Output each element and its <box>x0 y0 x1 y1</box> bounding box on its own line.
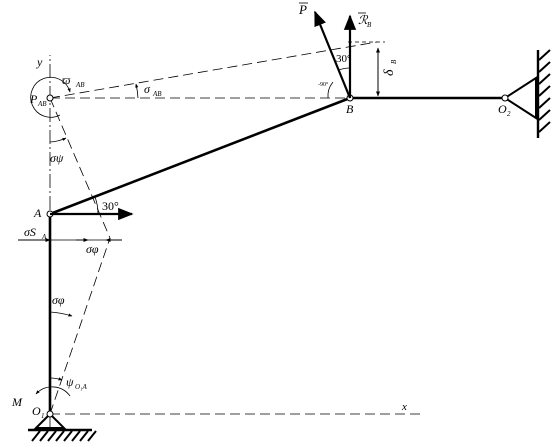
label-m: M <box>11 395 23 409</box>
arc-omega-ab <box>30 76 71 118</box>
label-sigma-phi-lower: σφ <box>52 293 65 307</box>
arc-minus90 <box>327 81 334 99</box>
label-sigma-ab: σ <box>144 82 151 96</box>
label-sigma-phi: σφ <box>86 242 99 256</box>
label-a: A <box>33 206 42 220</box>
label-angle-a: 30° <box>102 199 119 213</box>
label-omega-ab: ϖ <box>62 73 71 87</box>
label-o1-sub: 1 <box>41 412 45 420</box>
label-b: B <box>346 102 354 116</box>
label-sigma-sa: σS <box>24 225 36 239</box>
label-delta-b: δ <box>382 69 397 76</box>
arc-angle-b <box>338 67 351 71</box>
dashed-pab-to-top <box>49 41 378 99</box>
dashed-pab-to-o1 <box>49 97 111 239</box>
arc-angle-a <box>94 196 99 215</box>
arc-psi <box>49 377 63 381</box>
ground-support-o1 <box>28 412 97 442</box>
ground-support-o2 <box>503 49 551 138</box>
arc-sigma-phi-lower <box>49 311 73 317</box>
joint-o2 <box>501 94 509 102</box>
label-angle-b: 30° <box>336 53 351 65</box>
label-o2: O <box>498 102 507 116</box>
label-pab: P <box>29 92 38 106</box>
dashed-sigma-phi-line <box>49 237 111 415</box>
label-minus90: -90° <box>318 81 329 88</box>
arc-sigma-ab <box>135 83 139 99</box>
label-psi: ψ <box>66 375 74 389</box>
label-sigma-psi: σψ <box>50 151 64 165</box>
label-o2-sub: 2 <box>507 110 511 118</box>
label-psi-sub: O₁A <box>75 383 87 391</box>
force-p-arrow <box>313 10 352 99</box>
label-sigma-sa-sub: A <box>41 233 47 241</box>
arc-sigma-psi <box>49 137 67 143</box>
arc-moment-m <box>35 386 71 397</box>
label-rb-sub: B <box>367 21 372 29</box>
label-p-force: P <box>298 2 307 17</box>
label-delta-b-sub: B <box>390 59 398 64</box>
instant-center-pab <box>46 94 54 102</box>
label-o1: O <box>32 404 41 418</box>
joint-o1 <box>46 410 54 418</box>
label-x: x <box>401 401 407 413</box>
label-sigma-ab-sub: AB <box>152 90 162 98</box>
label-pab-sub: AB <box>37 100 47 108</box>
link-a-b <box>49 96 351 216</box>
label-omega-ab-sub: AB <box>75 81 85 89</box>
label-y: y <box>36 55 43 69</box>
label-rb: ℛ <box>358 13 369 27</box>
